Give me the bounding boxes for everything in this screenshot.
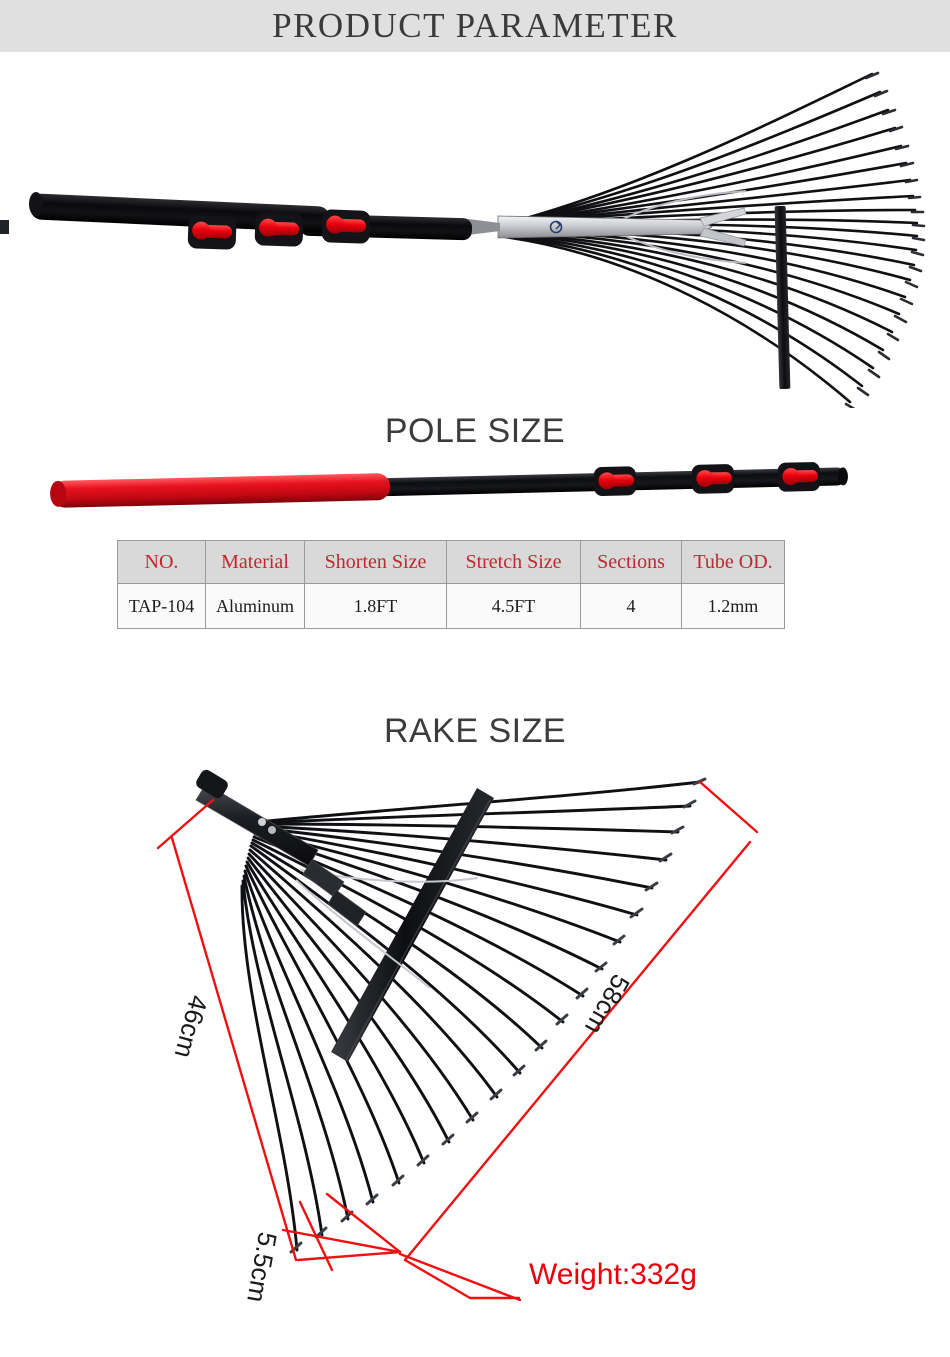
pole-lock-collar bbox=[593, 466, 637, 497]
pole-spec-table: NO. Material Shorten Size Stretch Size S… bbox=[117, 540, 785, 629]
rake-size-heading: RAKE SIZE bbox=[383, 712, 567, 750]
column-header-material: Material bbox=[205, 540, 305, 584]
cell-no: TAP-104 bbox=[117, 583, 206, 629]
column-header-stretch-size: Stretch Size bbox=[446, 540, 581, 584]
rake-crossbar bbox=[774, 205, 791, 390]
pole-lock-collar bbox=[691, 464, 735, 494]
column-header-no: NO. bbox=[117, 540, 206, 584]
rake-hub bbox=[0, 207, 747, 247]
rake-tines-group bbox=[503, 71, 926, 412]
telescopic-pole bbox=[29, 192, 500, 241]
cell-tube-od: 1.2mm bbox=[681, 583, 785, 629]
cell-sections: 4 bbox=[580, 583, 682, 629]
table-header-row: NO. Material Shorten Size Stretch Size S… bbox=[117, 540, 785, 584]
rake-hub bbox=[195, 769, 367, 927]
pole-lock-collar bbox=[777, 462, 821, 492]
pole-product-image bbox=[0, 452, 950, 516]
rake-crossbar bbox=[331, 788, 494, 1062]
column-header-sections: Sections bbox=[580, 540, 682, 584]
cell-stretch-size: 4.5FT bbox=[446, 583, 581, 629]
dimension-lines bbox=[156, 780, 759, 1302]
pole-red-grip bbox=[52, 473, 391, 508]
pole-lock-collars bbox=[187, 209, 371, 250]
page-title: PRODUCT PARAMETER bbox=[272, 6, 678, 45]
column-header-shorten-size: Shorten Size bbox=[304, 540, 447, 584]
table-row: TAP-104 Aluminum 1.8FT 4.5FT 4 1.2mm bbox=[117, 583, 785, 629]
weight-label: Weight:332g bbox=[529, 1258, 697, 1291]
hero-product-image bbox=[0, 58, 950, 412]
column-header-tube-od: Tube OD. bbox=[681, 540, 785, 584]
page-header-band: PRODUCT PARAMETER bbox=[0, 0, 950, 52]
rake-dimension-diagram bbox=[0, 760, 950, 1340]
spec-table-container: NO. Material Shorten Size Stretch Size S… bbox=[117, 540, 785, 629]
cell-shorten-size: 1.8FT bbox=[304, 583, 447, 629]
pole-size-heading: POLE SIZE bbox=[384, 412, 566, 450]
cell-material: Aluminum bbox=[205, 583, 305, 629]
